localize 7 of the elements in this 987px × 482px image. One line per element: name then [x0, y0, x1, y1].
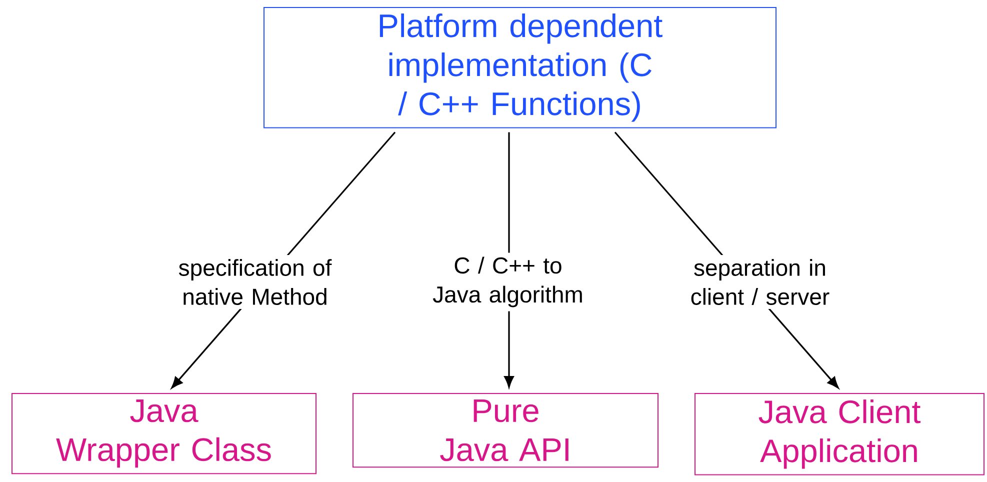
edge-label: separation in client / server: [681, 255, 839, 309]
text-box: Platform dependent implementation (C / C++ Functions): [264, 7, 776, 128]
text-box: Pure Java API: [352, 393, 658, 468]
text-box: Java Wrapper Class: [12, 393, 316, 474]
edge-label: specification of native Method: [168, 255, 342, 309]
text-box: Java Client Application: [694, 393, 985, 476]
edge-label: C / C++ to Java algorithm: [416, 252, 600, 312]
